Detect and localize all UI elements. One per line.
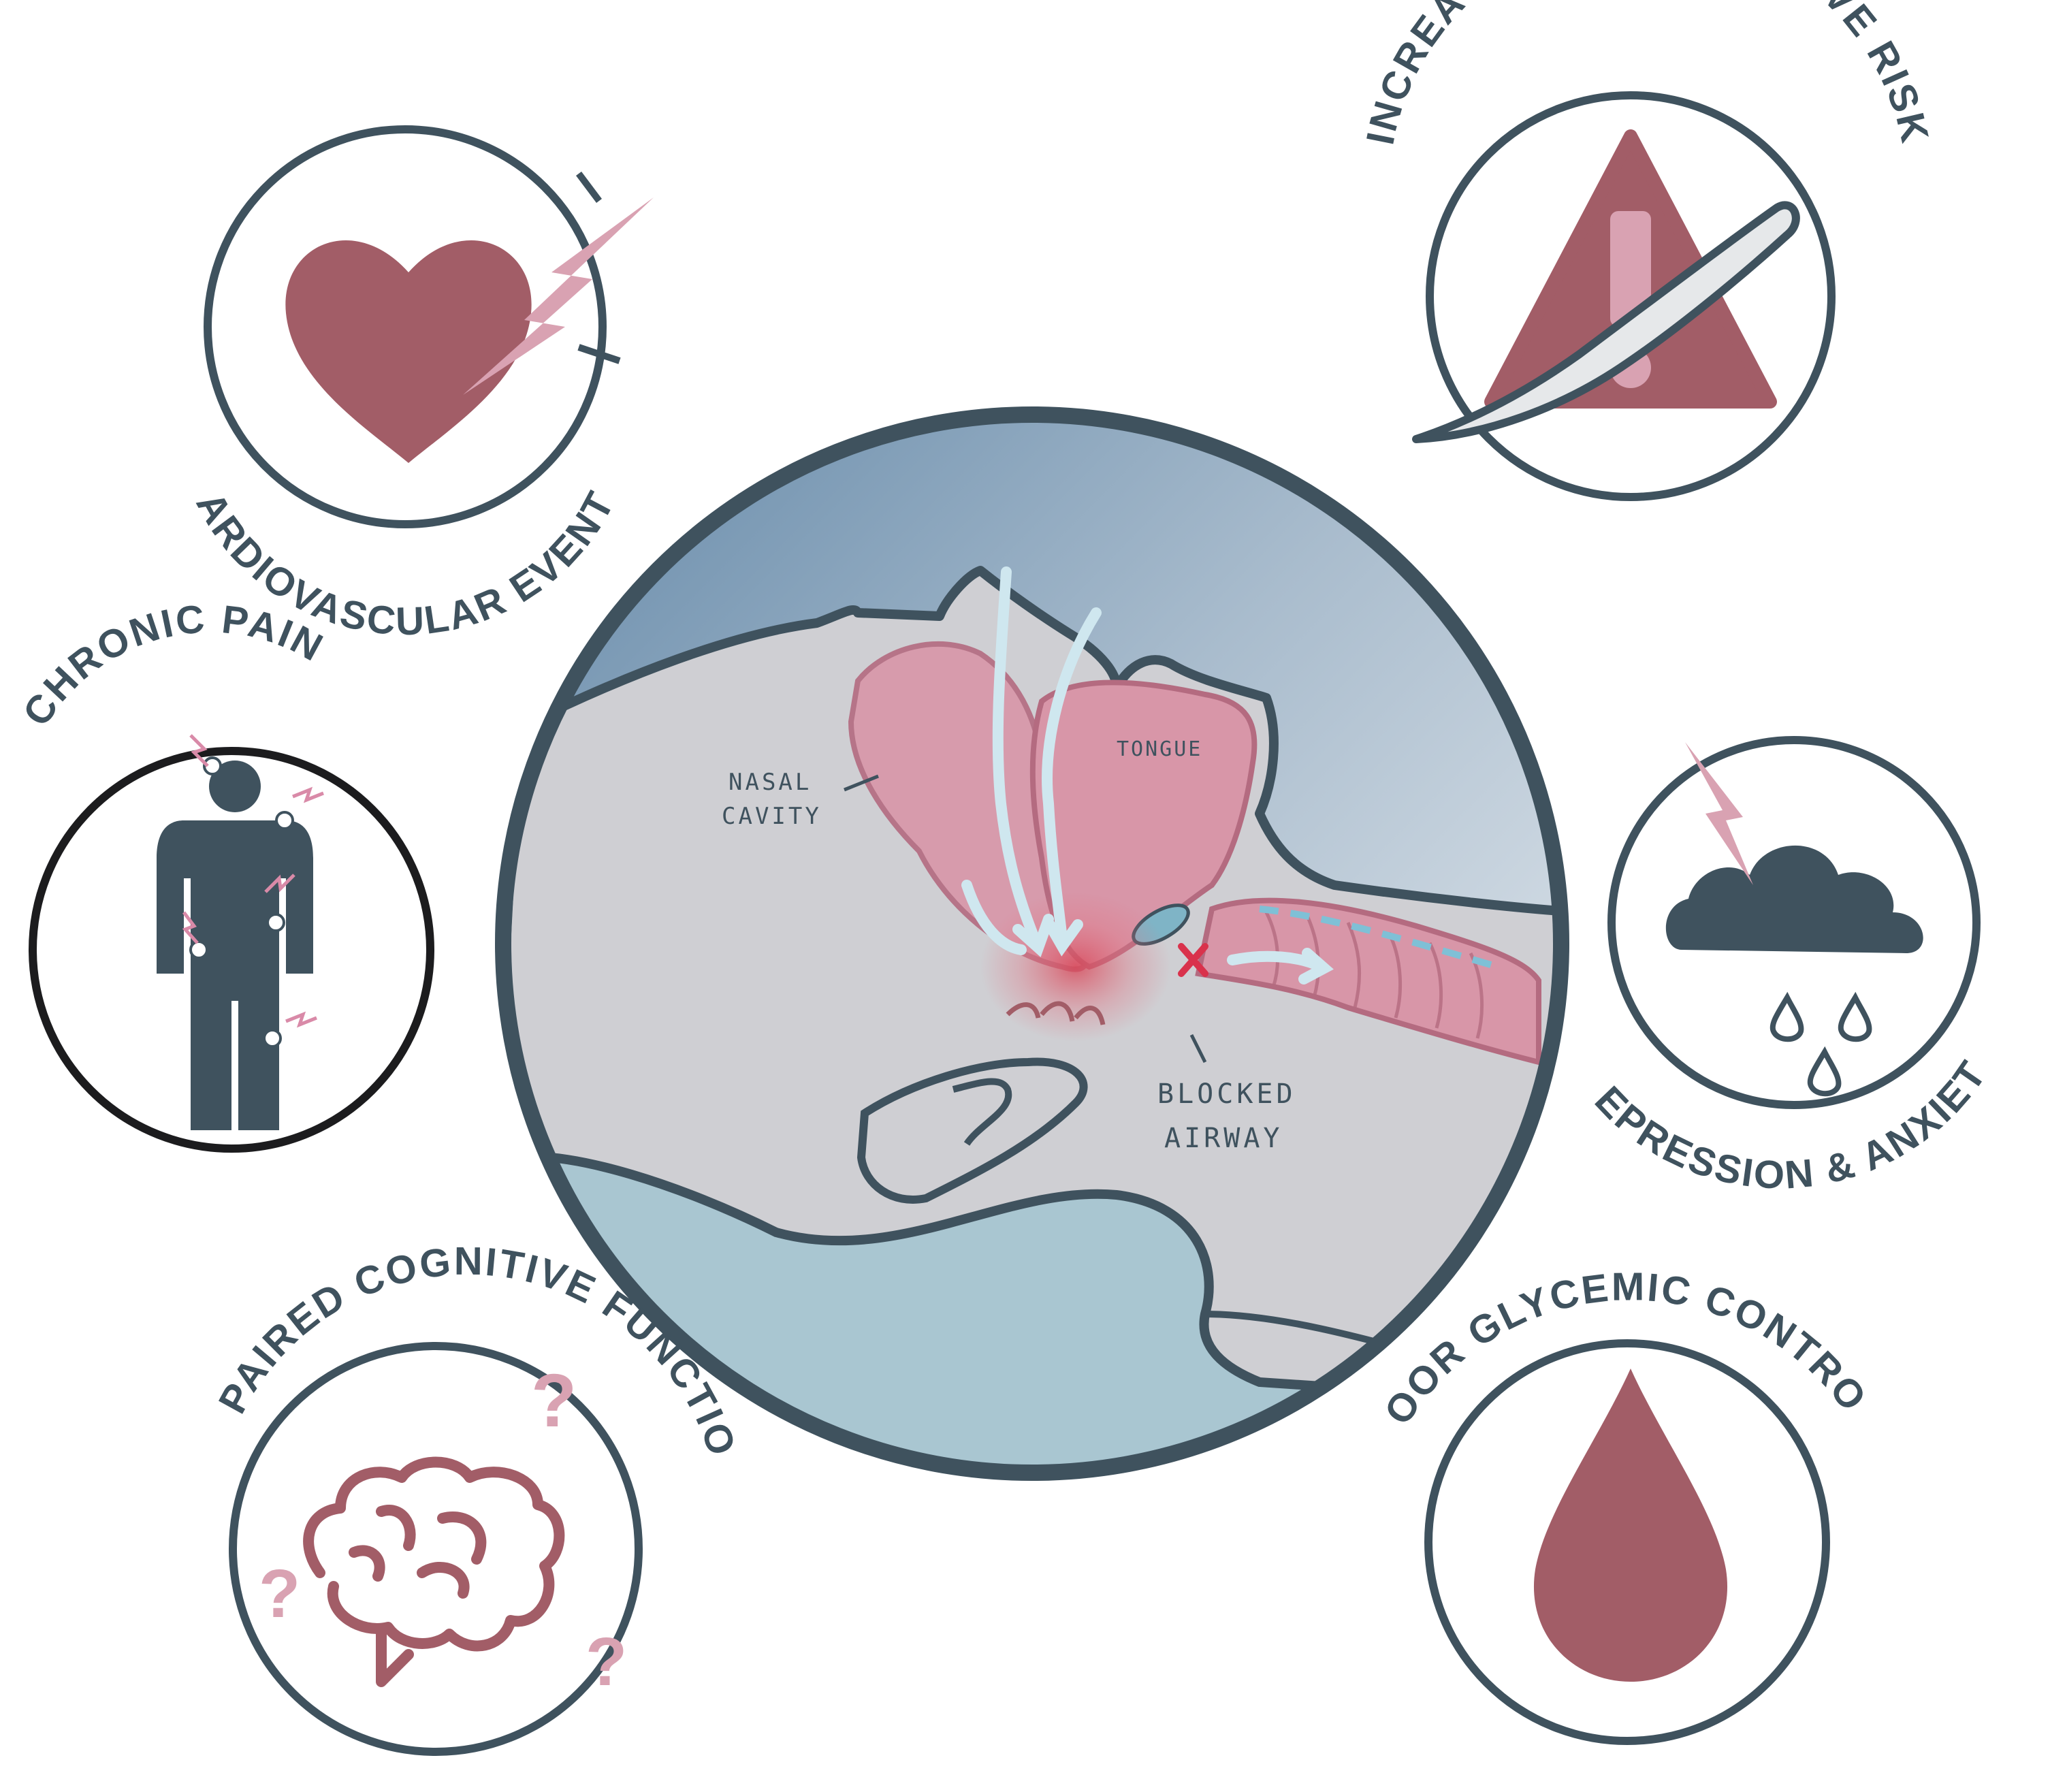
lightning-icon-depression bbox=[1685, 742, 1753, 885]
chronic-pain-badge: CHRONIC PAIN bbox=[14, 596, 434, 1153]
lightning-icon bbox=[463, 197, 654, 395]
nasal-label-line1: NASAL bbox=[728, 769, 812, 796]
blocked-label-line1: BLOCKED bbox=[1157, 1078, 1296, 1110]
airflow-arrows bbox=[961, 566, 1334, 985]
person-icon bbox=[157, 761, 313, 1130]
svg-text:?: ? bbox=[586, 1624, 627, 1700]
nasal-label-line2: CAVITY bbox=[722, 803, 822, 830]
perioperative-badge: INCREASED PERIOPERATIVE RISK bbox=[1358, 0, 1937, 501]
brain-icon bbox=[303, 1456, 565, 1687]
pain-spark-icons bbox=[182, 734, 324, 1028]
pain-point-icons bbox=[189, 756, 294, 1048]
blocked-label-line2: AIRWAY bbox=[1164, 1123, 1283, 1154]
windpipe bbox=[1195, 897, 1541, 1066]
scalpel-icon bbox=[1412, 201, 1800, 443]
blocked-x-icon bbox=[1178, 943, 1208, 977]
question-mark-icons: ? ? ? bbox=[259, 1359, 627, 1700]
ear bbox=[856, 1057, 1088, 1204]
chronic-pain-label: CHRONIC PAIN bbox=[14, 596, 332, 734]
storm-cloud-icon bbox=[1665, 845, 1923, 953]
center-ring bbox=[495, 406, 1569, 1481]
cardiovascular-badge: CARDIOVASCULAR EVENTS bbox=[0, 0, 654, 644]
center-airway-illustration: NASAL CAVITY TONGUE BLOCKED AIRWAY bbox=[495, 406, 1569, 1481]
tear-drop-icons bbox=[1769, 991, 1872, 1097]
svg-text:?: ? bbox=[259, 1556, 300, 1632]
blockage-glow bbox=[980, 892, 1171, 1042]
heart-icon bbox=[285, 240, 532, 463]
perioperative-label: INCREASED PERIOPERATIVE RISK bbox=[1358, 0, 1937, 148]
svg-text:?: ? bbox=[531, 1359, 577, 1443]
blood-drop-icon bbox=[1533, 1369, 1728, 1682]
tongue-label: TONGUE bbox=[1117, 737, 1202, 761]
